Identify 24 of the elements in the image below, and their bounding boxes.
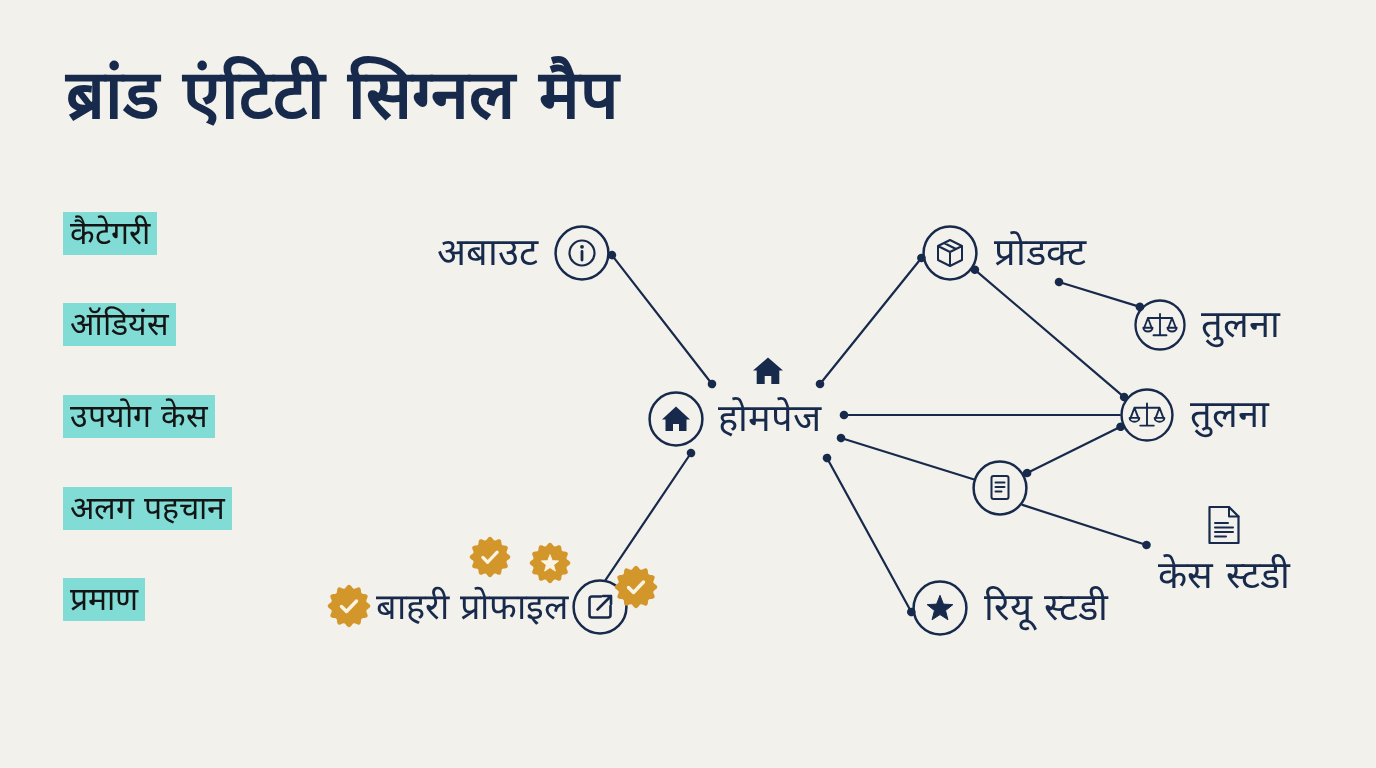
connector-line [836,433,975,481]
node-label: तुलना [1190,392,1269,438]
tag-label: प्रमाण [63,578,145,621]
connector-line [815,253,926,389]
connector-line [839,410,1122,420]
tag-label: कैटेगरी [63,212,157,255]
tag-label: ऑडियंस [63,303,176,346]
connector-line [1054,277,1145,312]
node-label: होमपेज [718,396,821,442]
tag-label: उपयोग केस [63,395,216,438]
connector-line [970,265,1129,402]
tag-label: अलग पहचान [63,487,233,530]
node-label: अबाउट [437,230,538,276]
connector-line [604,448,696,581]
connector-line [822,453,916,617]
node-label: केस स्टडी [1158,553,1290,599]
node-label: प्रोडक्ट [994,230,1086,276]
connector-line [607,250,717,389]
title: ब्रांड एंटिटी सिग्नल मैप [66,54,620,136]
node-label: बाहरी प्रोफाइल [375,585,568,629]
connector-line [1021,503,1151,550]
node-label: रियू स्टडी [984,585,1109,631]
node-label: तुलना [1201,302,1280,348]
connector-line [1022,422,1125,478]
